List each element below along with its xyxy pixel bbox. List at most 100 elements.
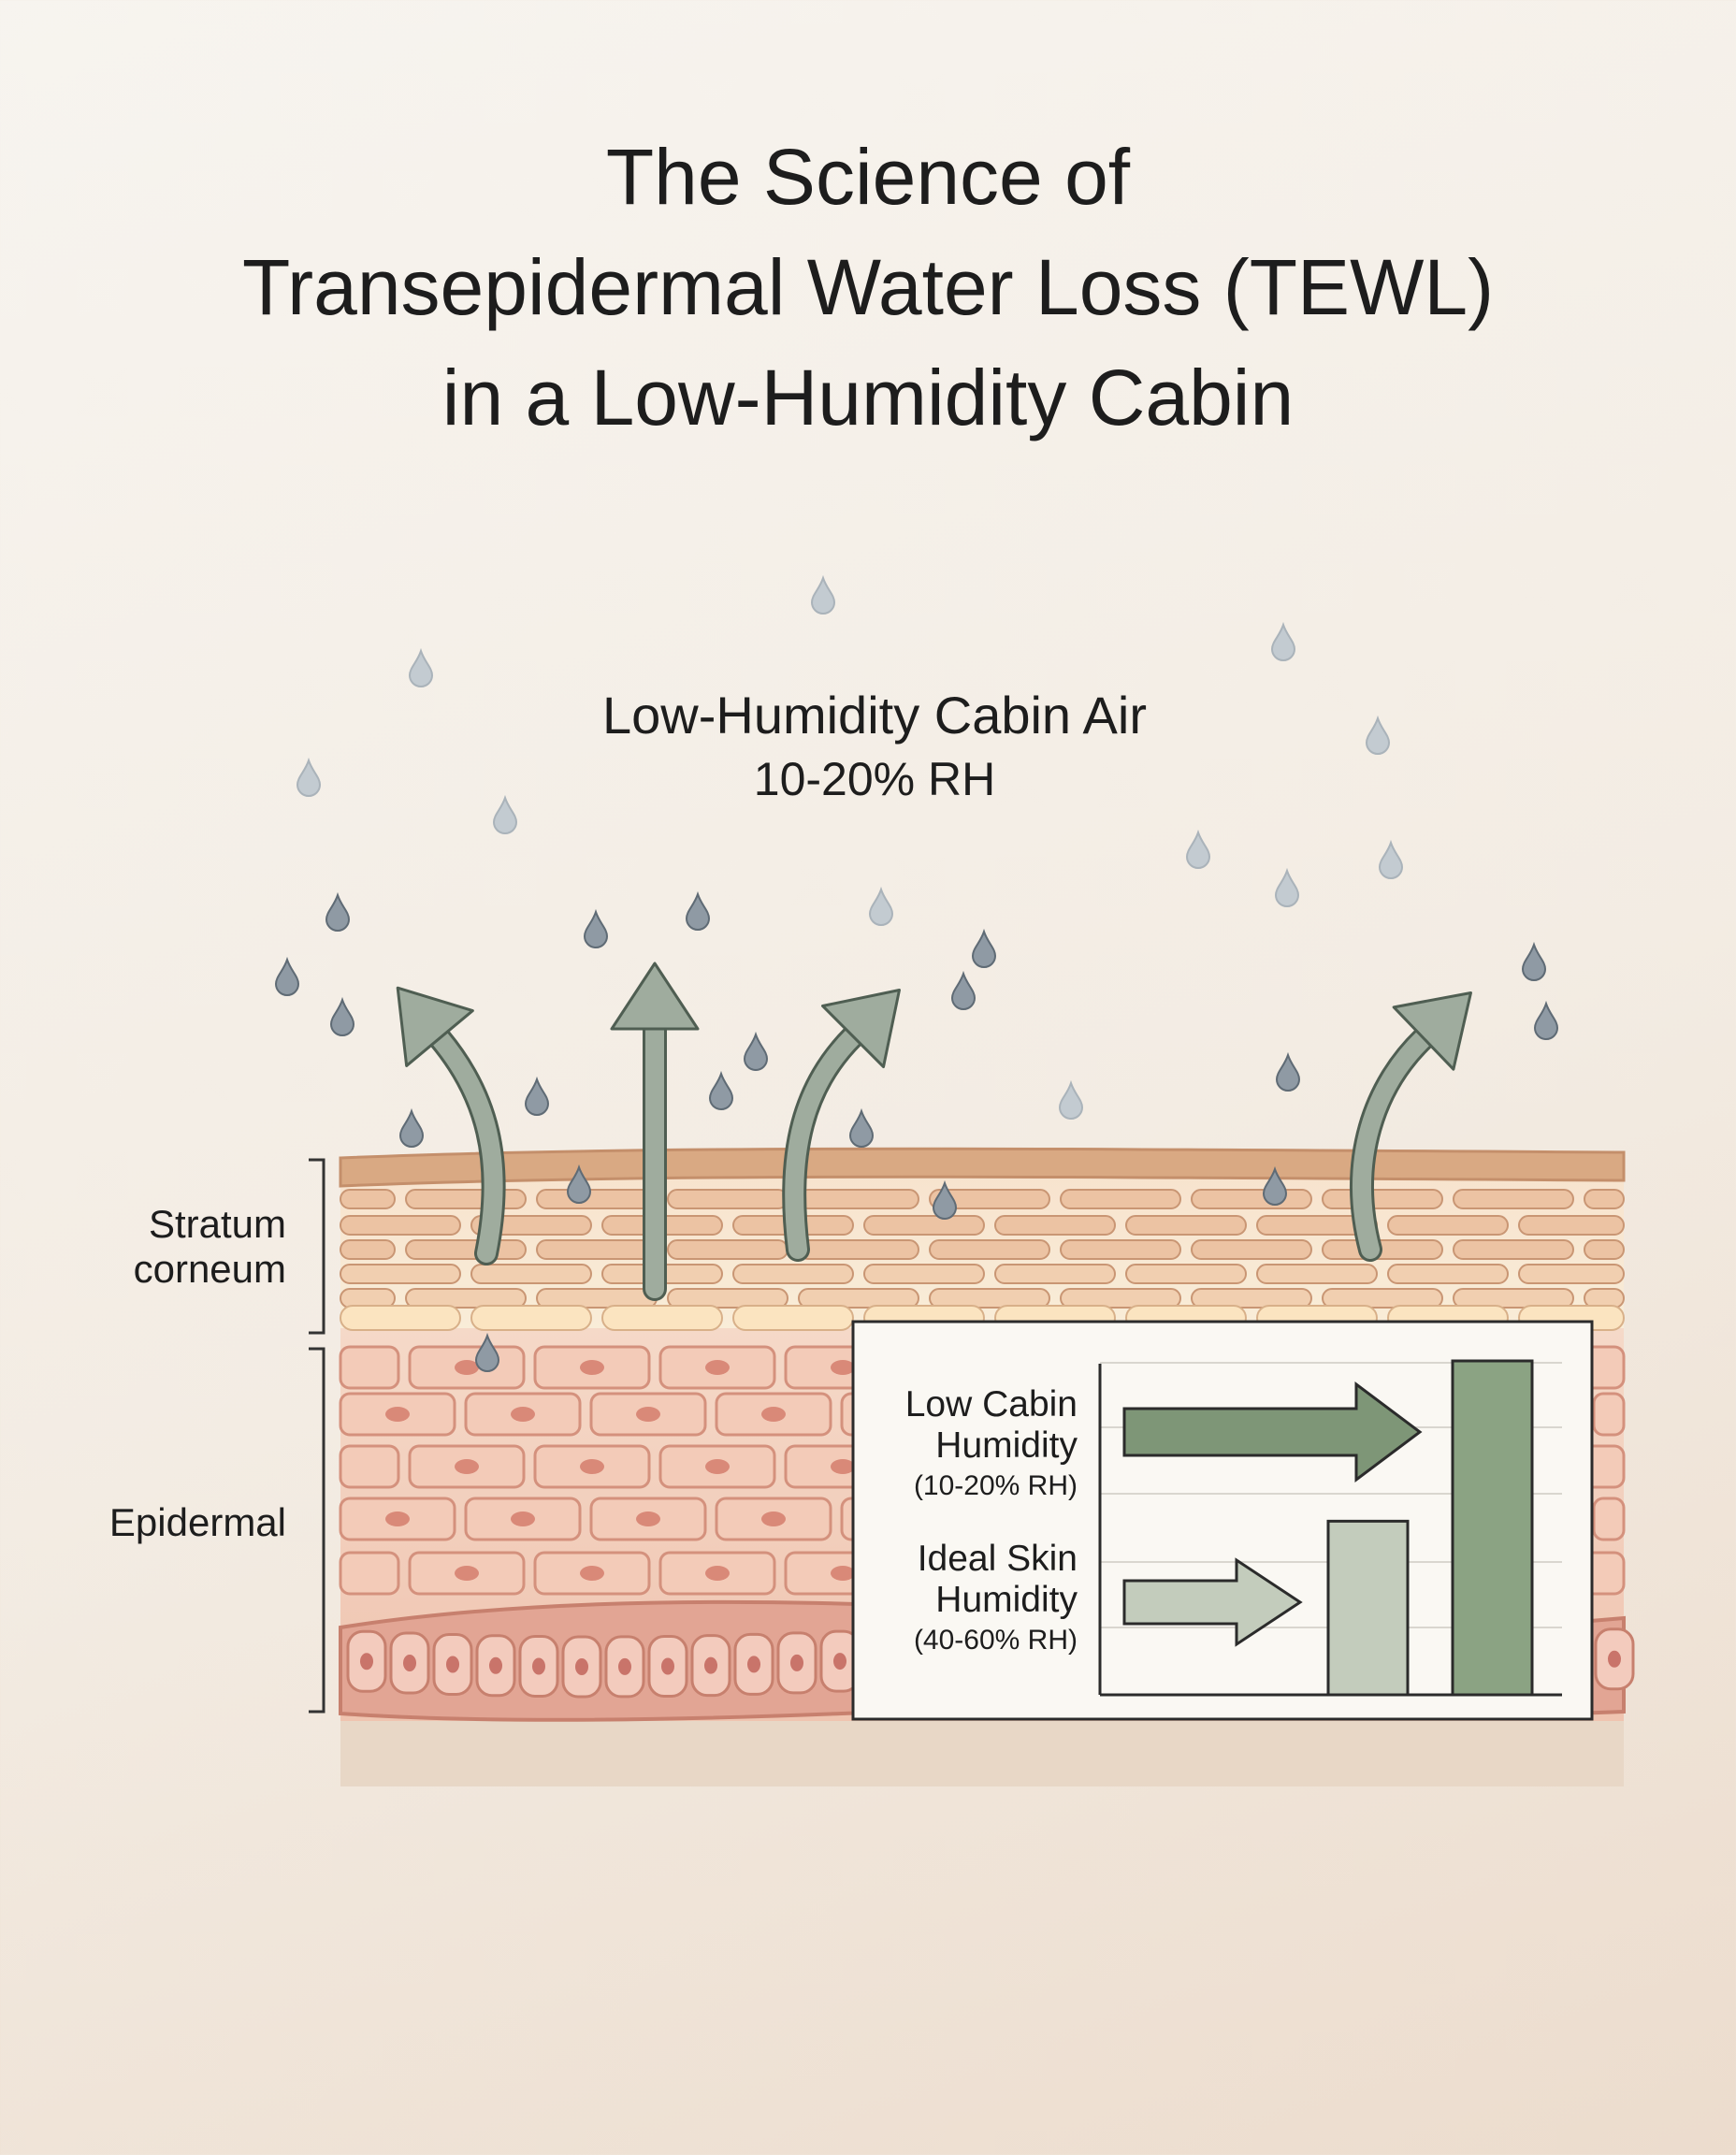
stratum-cell: [1322, 1288, 1443, 1309]
low-humidity-rh: (10-20% RH): [913, 1470, 1078, 1501]
cell-nucleus: [831, 1360, 855, 1375]
cell-nucleus: [705, 1459, 730, 1474]
stratum-corneum-label: Stratum corneum: [94, 1202, 286, 1292]
epidermal-cell: [339, 1551, 400, 1596]
cell-nucleus: [580, 1459, 604, 1474]
stratum-cell: [732, 1264, 854, 1284]
stratum-bracket: [309, 1158, 326, 1335]
granular-cell: [340, 1305, 461, 1331]
stratum-cell: [536, 1239, 658, 1260]
water-droplet: [329, 996, 355, 1036]
epidermal-bracket: [309, 1347, 326, 1714]
water-droplet: [1378, 839, 1404, 879]
title-line-1: The Science of: [605, 133, 1131, 221]
stratum-cell: [340, 1239, 396, 1260]
basal-nucleus: [446, 1656, 459, 1673]
stratum-cell: [1453, 1239, 1574, 1260]
low-humidity-line-2: Humidity: [935, 1425, 1078, 1466]
ideal-humidity-line-1: Ideal Skin: [917, 1539, 1078, 1579]
epidermal-cell: [1592, 1392, 1626, 1437]
cell-nucleus: [455, 1459, 479, 1474]
stratum-cell: [1191, 1239, 1312, 1260]
basal-nucleus: [747, 1656, 760, 1673]
cell-nucleus: [831, 1459, 855, 1474]
cabin-air-title: Low-Humidity Cabin Air: [602, 686, 1147, 745]
water-droplet: [868, 886, 894, 926]
cell-nucleus: [511, 1407, 535, 1422]
stratum-cell: [667, 1288, 788, 1309]
stratum-cell: [1518, 1264, 1625, 1284]
stratum-cell: [1387, 1215, 1509, 1236]
water-droplet: [492, 794, 518, 834]
stratum-label-line-2: corneum: [133, 1247, 286, 1291]
water-loss-arrow: [430, 1029, 503, 1263]
low-humidity-bar: [1451, 1359, 1534, 1697]
cell-nucleus: [455, 1360, 479, 1375]
stratum-cell: [536, 1189, 658, 1209]
stratum-cell: [405, 1288, 527, 1309]
water-droplet: [810, 574, 836, 615]
water-droplet: [408, 647, 434, 687]
cell-nucleus: [761, 1407, 786, 1422]
water-droplet: [1058, 1079, 1084, 1120]
water-loss-arrow: [1353, 1029, 1433, 1259]
stratum-cell: [1453, 1288, 1574, 1309]
water-droplet: [325, 891, 351, 932]
cell-nucleus: [761, 1511, 786, 1526]
water-loss-arrowhead: [1392, 991, 1472, 1071]
water-droplet: [274, 956, 300, 996]
water-droplet: [1533, 1000, 1559, 1040]
stratum-cell: [667, 1189, 788, 1209]
water-droplet: [1521, 941, 1547, 981]
water-droplet: [583, 908, 609, 948]
cell-nucleus: [705, 1360, 730, 1375]
basal-nucleus: [833, 1653, 846, 1670]
ideal-humidity-arrow: [1122, 1557, 1303, 1647]
ideal-humidity-line-2: Humidity: [935, 1580, 1078, 1620]
water-loss-arrowhead: [820, 989, 901, 1069]
title-line-2: Transepidermal Water Loss (TEWL): [241, 243, 1495, 331]
epidermal-cell: [339, 1444, 400, 1489]
cell-nucleus: [385, 1511, 410, 1526]
stratum-cell: [1191, 1288, 1312, 1309]
water-droplet: [848, 1107, 875, 1148]
stratum-cell: [863, 1264, 985, 1284]
water-droplet: [708, 1070, 734, 1110]
water-loss-arrow: [785, 1027, 862, 1259]
ideal-humidity-bar: [1326, 1519, 1410, 1697]
stratum-cell: [1256, 1264, 1378, 1284]
water-droplet: [566, 1164, 592, 1204]
stratum-label-line-1: Stratum: [148, 1202, 286, 1246]
stratum-cell: [994, 1215, 1116, 1236]
low-humidity-line-1: Low Cabin: [904, 1384, 1078, 1425]
cell-nucleus: [511, 1511, 535, 1526]
basal-nucleus: [575, 1657, 588, 1675]
cabin-air-label: Low-Humidity Cabin Air 10-20% RH: [0, 683, 1736, 810]
stratum-cell: [405, 1239, 527, 1260]
humidity-inset-chart: [851, 1320, 1594, 1721]
stratum-cell: [340, 1189, 396, 1209]
water-loss-arrowhead: [610, 962, 700, 1031]
water-droplet: [524, 1076, 550, 1116]
stratum-cell: [667, 1239, 788, 1260]
basal-nucleus: [1608, 1650, 1621, 1668]
low-humidity-label: Low Cabin Humidity (10-20% RH): [861, 1384, 1078, 1506]
stratum-cell: [405, 1189, 527, 1209]
stratum-cell: [798, 1288, 919, 1309]
granular-cell: [470, 1305, 592, 1331]
basal-nucleus: [532, 1657, 545, 1675]
cell-nucleus: [455, 1566, 479, 1581]
water-droplet: [971, 928, 997, 968]
epidermal-cell: [339, 1345, 400, 1390]
stratum-cell: [1125, 1264, 1247, 1284]
stratum-cell: [470, 1264, 592, 1284]
epidermal-label: Epidermal: [108, 1500, 286, 1544]
cell-nucleus: [705, 1566, 730, 1581]
stratum-cell: [798, 1189, 919, 1209]
stratum-cell: [929, 1189, 1050, 1209]
stratum-cell: [1060, 1239, 1181, 1260]
stratum-cell: [1125, 1215, 1247, 1236]
basal-nucleus: [704, 1656, 717, 1674]
cell-nucleus: [580, 1360, 604, 1375]
cell-nucleus: [580, 1566, 604, 1581]
